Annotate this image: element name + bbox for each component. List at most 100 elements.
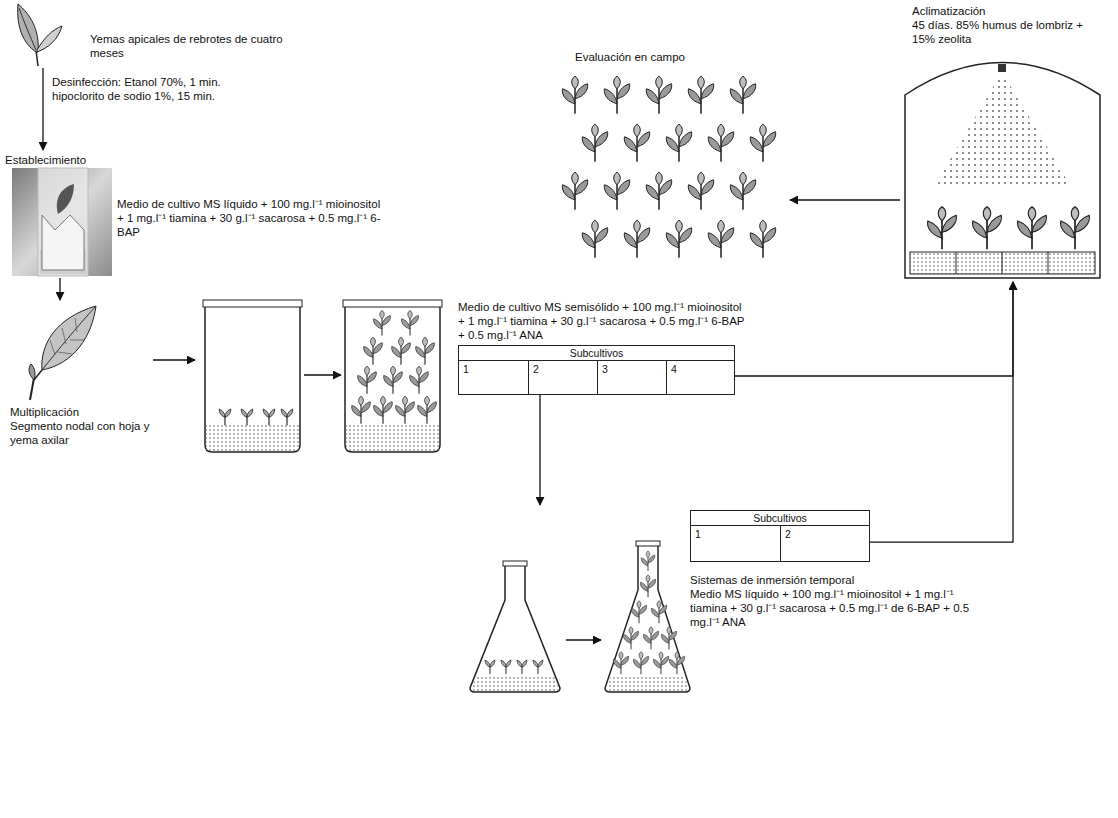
jar-lid	[203, 300, 302, 307]
plantlet	[384, 366, 403, 394]
subculture-table: Subcultivos 1 2 34	[458, 345, 735, 395]
explant-sprout	[533, 660, 543, 674]
bud-vein	[19, 8, 36, 50]
field-plant	[582, 124, 607, 162]
explant-sprout	[241, 409, 253, 425]
field-plant	[624, 124, 649, 162]
plantlet	[623, 627, 638, 650]
flask-rim	[636, 541, 660, 546]
flow-arrow	[790, 199, 900, 200]
plantlet	[653, 652, 668, 675]
plantlet	[358, 366, 377, 394]
mist-nozzle	[998, 64, 1006, 72]
semisolid-medium	[346, 425, 439, 451]
node-text: 4	[671, 363, 711, 376]
field-plants	[562, 76, 775, 258]
field-plant	[688, 172, 713, 210]
node-text: Medio de cultivo MS semisólido + 100 mg.…	[458, 300, 748, 342]
node-text: Subcultivos	[691, 511, 869, 526]
node-text: 1	[695, 528, 735, 541]
field-stage: Evaluación en campo	[545, 50, 790, 275]
photo-ground	[12, 168, 112, 276]
node-body-text: Medio de cultivo MS líquido + 100 mg.l⁻¹…	[117, 197, 382, 239]
subculture-cell: 3	[597, 361, 666, 394]
flow-arrow	[59, 278, 60, 300]
flask-body	[470, 565, 560, 692]
node-text: 2	[785, 528, 825, 541]
node-text: Establecimiento	[5, 153, 205, 167]
field-plant	[750, 124, 775, 162]
field-plant	[708, 220, 733, 258]
plantlet	[364, 337, 383, 365]
erlenmeyer-flask	[605, 541, 690, 692]
segment-stem	[30, 378, 34, 400]
field-plant	[666, 124, 691, 162]
greenhouse	[905, 63, 1100, 279]
substrate-tray	[910, 252, 1095, 274]
node-text: Sistemas de inmersión temporal	[690, 573, 975, 587]
jar-lid	[343, 300, 442, 307]
mist-spray	[935, 72, 1070, 185]
axillary-bud	[29, 364, 35, 380]
establishment-stage: EstablecimientoMedio de cultivo MS líqui…	[4, 150, 388, 278]
acclimatizing-plant	[928, 207, 957, 250]
subculture-table: Subcultivos 1 2	[690, 510, 870, 562]
acclimatization-stage: Aclimatización45 días. 85% humus de lomb…	[900, 2, 1110, 282]
node-text: Multiplicación	[10, 405, 150, 419]
plantlet	[418, 396, 437, 424]
node-text: 1	[463, 363, 503, 376]
node-text: Aclimatización	[912, 4, 1102, 18]
flask-body	[605, 545, 690, 692]
explant-sprout	[501, 660, 511, 674]
field-plant	[708, 124, 733, 162]
growth-arrow	[566, 639, 601, 640]
flow-arrow	[870, 282, 1013, 542]
plantlet	[374, 396, 393, 424]
tray-dividers	[956, 252, 1048, 274]
nodal-segment	[29, 306, 96, 400]
plantlet	[661, 627, 676, 650]
explant-sprout	[263, 409, 275, 425]
node-body-text: Medio MS líquido + 100 mg.l⁻¹ mioinosito…	[690, 587, 975, 629]
growth-arrow	[304, 374, 341, 375]
flow-arrow	[153, 359, 195, 360]
jar-body	[205, 305, 300, 452]
subculture-cell: 4	[666, 361, 734, 394]
field-plant	[688, 76, 713, 114]
leaf-veins	[50, 318, 84, 355]
liquid-medium	[471, 676, 559, 691]
plantlet	[352, 396, 371, 424]
explant-sprout	[517, 660, 527, 674]
plantlet	[410, 366, 429, 394]
tube-photo	[12, 168, 112, 276]
node-text: Subcultivos	[459, 346, 734, 361]
flask-rim	[503, 561, 527, 566]
explant-sprout	[219, 409, 231, 425]
apical-bud	[18, 4, 62, 66]
subculture-cell: 1	[691, 526, 780, 561]
field-plant	[604, 172, 629, 210]
subculture-cell: 2	[528, 361, 597, 394]
erlenmeyer-flask	[470, 561, 560, 692]
plantlet	[641, 551, 655, 571]
petiole	[34, 370, 42, 380]
node-text: 2	[533, 363, 573, 376]
explant	[57, 184, 74, 214]
semisolid-medium	[206, 425, 299, 451]
field-plant	[582, 220, 607, 258]
plantlet	[374, 311, 391, 336]
flow-arrow	[42, 68, 43, 150]
field-plant	[730, 172, 755, 210]
acclimatizing-plant	[1018, 207, 1047, 250]
acclimatizing-plant	[973, 207, 1002, 250]
flow-arrow	[735, 282, 1013, 376]
field-plant	[604, 76, 629, 114]
flow-arrow	[539, 394, 540, 505]
subculture-cell: 2	[780, 526, 869, 561]
leaf-midrib	[42, 306, 96, 370]
field-plant	[646, 76, 671, 114]
field-plant	[562, 172, 587, 210]
